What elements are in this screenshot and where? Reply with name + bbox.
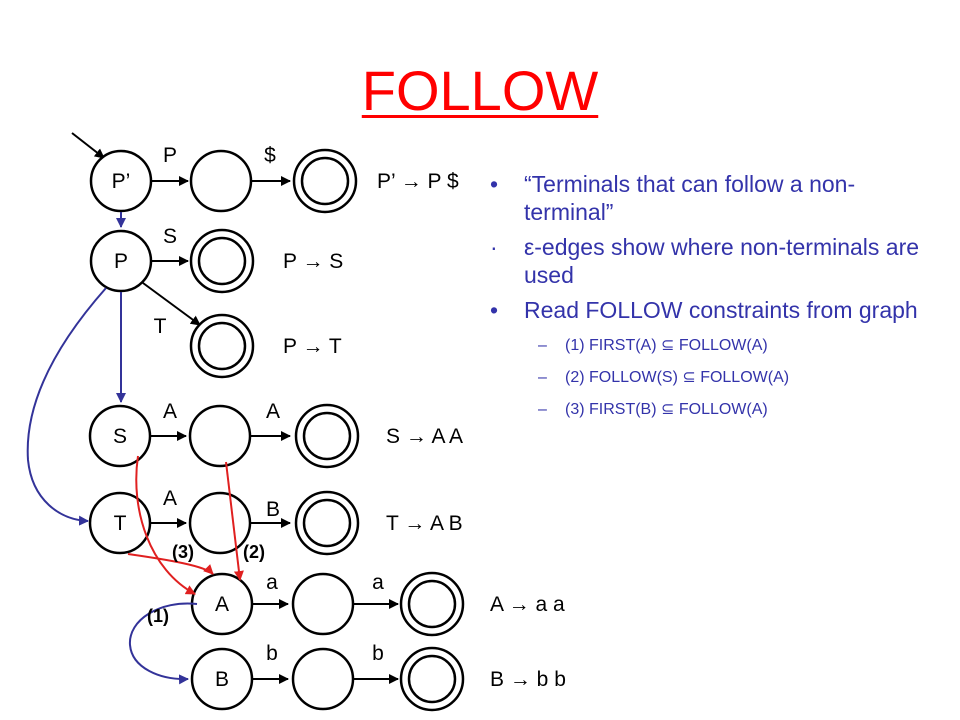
node-label: S (113, 425, 127, 448)
edge-label: S (163, 225, 177, 248)
state-s-1 (188, 404, 252, 468)
sub-bullet-marker: – (538, 369, 547, 386)
edge-label: $ (264, 144, 276, 167)
edge-label: B (266, 498, 280, 521)
constraint-ref-label: (2) (243, 542, 265, 562)
sub-bullet-marker: – (538, 401, 547, 418)
node-label: T (114, 512, 127, 535)
slide-title: FOLLOW (361, 59, 599, 122)
bullet-item: · ε-edges show where non-terminals are u… (490, 233, 940, 289)
final-state-b (399, 646, 465, 712)
final-state-p-prime (292, 148, 358, 214)
production-label: P → S (283, 250, 343, 273)
edge-label: A (163, 487, 177, 510)
node-label: A (215, 593, 229, 616)
sub-bullet-item: – (3) FIRST(B) ⊆ FOLLOW(A) (490, 400, 940, 420)
bullet-text: Read FOLLOW constraints from graph (524, 297, 918, 323)
production-label: A → a a (490, 593, 565, 616)
sub-bullet-marker: – (538, 337, 547, 354)
bullet-marker: • (490, 171, 499, 197)
edge-label: P (163, 144, 177, 167)
production-label: T → A B (386, 512, 463, 535)
sub-bullet-text: (3) FIRST(B) ⊆ FOLLOW(A) (565, 401, 768, 418)
node-p (89, 229, 153, 293)
edge-label: A (266, 400, 280, 423)
bullet-item: • “Terminals that can follow a non-termi… (490, 170, 940, 226)
edge-label: A (163, 400, 177, 423)
node-label: B (215, 668, 229, 691)
bullet-list: • “Terminals that can follow a non-termi… (490, 170, 940, 420)
constraint-ref-label: (1) (147, 606, 169, 626)
production-label: S → A A (386, 425, 463, 448)
node-label: P’ (112, 170, 131, 193)
bullet-item: • Read FOLLOW constraints from graph (490, 296, 940, 324)
follow-edge-2 (225, 461, 244, 581)
bullet-text: “Terminals that can follow a non-termina… (524, 171, 856, 225)
edge-label: T (154, 315, 167, 338)
bullet-marker: • (490, 297, 499, 323)
bullet-text: ε-edges show where non-terminals are use… (524, 234, 920, 288)
state-t-1 (188, 491, 252, 555)
node-p-prime (89, 149, 153, 213)
follow-edge-1 (135, 455, 196, 595)
node-label: P (114, 250, 128, 273)
edge-label: b (372, 642, 384, 665)
state-b-1 (291, 647, 355, 711)
sub-bullet-item: – (1) FIRST(A) ⊆ FOLLOW(A) (490, 336, 940, 356)
sub-bullet-item: – (2) FOLLOW(S) ⊆ FOLLOW(A) (490, 368, 940, 388)
production-label: P’ → P $ (377, 170, 459, 193)
final-state-p-s (189, 228, 255, 294)
production-label: P → T (283, 335, 342, 358)
final-state-p-t (189, 313, 255, 379)
node-b (190, 647, 254, 711)
final-state-a (399, 571, 465, 637)
final-state-t (294, 490, 360, 556)
edge-label: a (266, 571, 278, 594)
final-state-s (294, 403, 360, 469)
node-s (88, 404, 152, 468)
state-a-1 (291, 572, 355, 636)
edge-label: a (372, 571, 384, 594)
epsilon-edge-a-b (128, 602, 198, 685)
follow-edge-3 (127, 553, 214, 575)
sub-bullet-text: (1) FIRST(A) ⊆ FOLLOW(A) (565, 337, 768, 354)
sub-bullet-text: (2) FOLLOW(S) ⊆ FOLLOW(A) (565, 369, 790, 386)
epsilon-edge-p-t (26, 287, 107, 526)
initial-arrow (71, 132, 105, 159)
edge-p-t (142, 282, 201, 326)
state-p-prime-1 (189, 149, 253, 213)
edge-label: b (266, 642, 278, 665)
production-label: B → b b (490, 668, 566, 691)
node-t (88, 491, 152, 555)
bullet-marker: · (490, 234, 498, 260)
constraint-ref-label: (3) (172, 542, 194, 562)
